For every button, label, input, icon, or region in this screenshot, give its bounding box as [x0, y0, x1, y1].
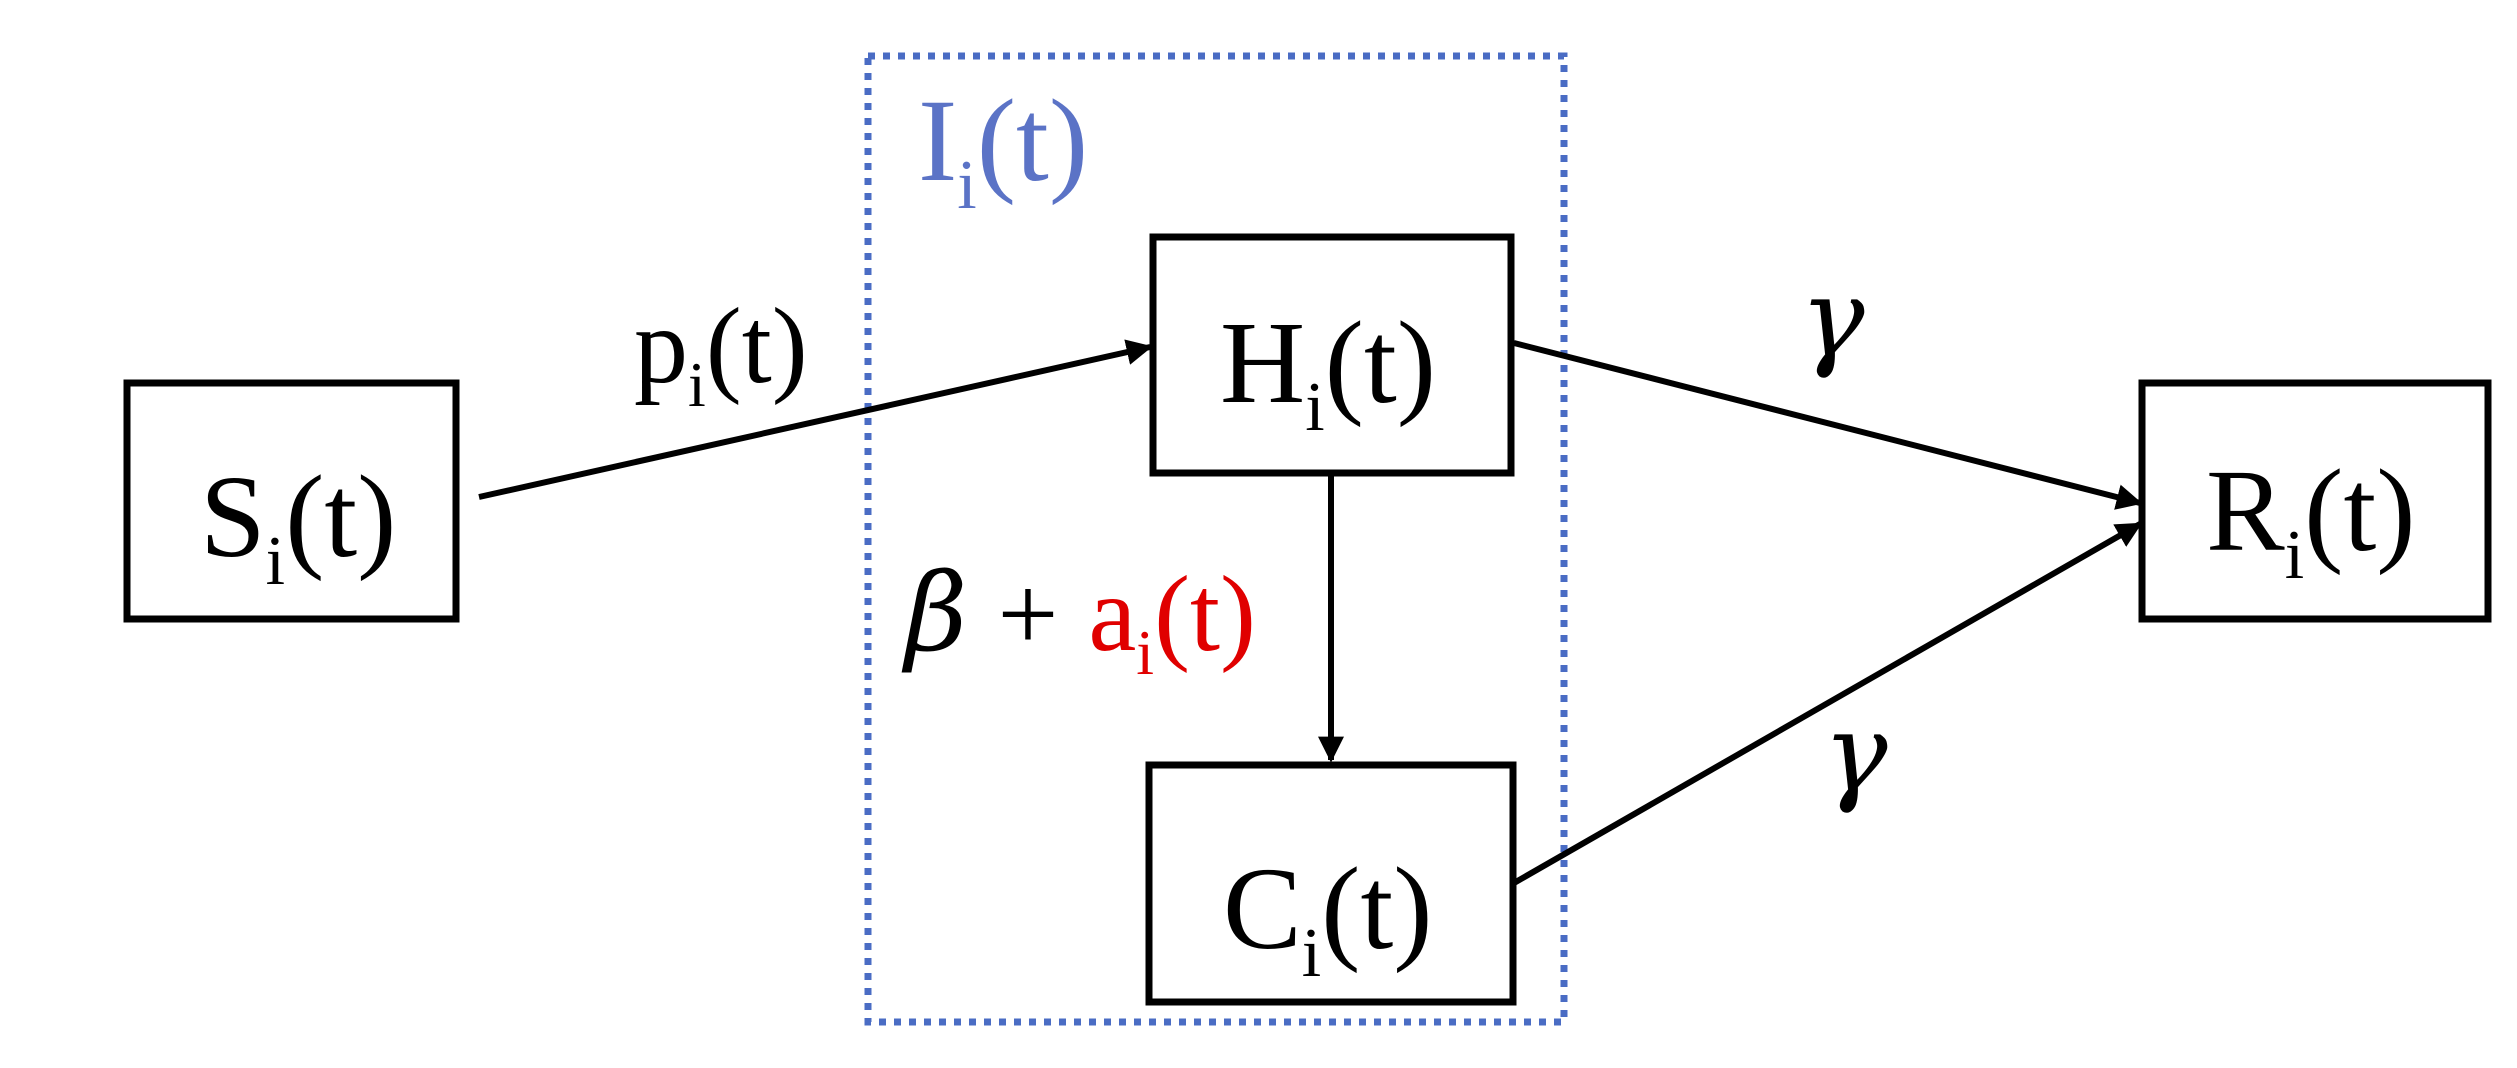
- node-c-arg: (t): [1321, 843, 1432, 974]
- edge-s-h-sub: i: [688, 349, 706, 420]
- node-c-sub: i: [1302, 915, 1321, 992]
- edge-h-c-a-sub: i: [1136, 617, 1154, 688]
- node-r-sub: i: [2285, 517, 2304, 594]
- edge-label-s-to-h: pi(t): [634, 287, 808, 420]
- edge-label-h-to-c: β + ai(t): [901, 551, 1256, 688]
- node-c-label: Ci(t): [1223, 843, 1433, 992]
- node-s-label: Si(t): [200, 451, 396, 600]
- edge-h-c-a-base: a: [1088, 555, 1136, 674]
- edge-h-c-beta: β: [901, 551, 967, 676]
- group-label-sub: i: [957, 147, 976, 224]
- arrow-c-to-r: [1512, 521, 2143, 886]
- edge-s-h-arg: (t): [706, 287, 808, 406]
- edge-s-h-base: p: [634, 287, 688, 406]
- edge-h-c-a-arg: (t): [1154, 555, 1256, 674]
- node-s-sub: i: [266, 523, 285, 600]
- group-label-base: I: [918, 75, 957, 206]
- infected-group-label: Ii(t): [918, 75, 1088, 224]
- node-s-base: S: [200, 451, 266, 582]
- node-h-base: H: [1220, 297, 1305, 428]
- edge-h-c-plus: +: [997, 555, 1058, 674]
- infected-group-border: [864, 52, 1568, 1026]
- node-c-base: C: [1223, 843, 1302, 974]
- node-s-arg: (t): [285, 451, 396, 582]
- node-h-label: Hi(t): [1220, 297, 1436, 446]
- node-c-box: [1145, 761, 1517, 1006]
- node-r-box: [2138, 379, 2492, 623]
- group-label-arg: (t): [977, 75, 1088, 206]
- edge-label-c-to-r: γ: [1823, 691, 1888, 816]
- node-r-arg: (t): [2304, 445, 2415, 576]
- node-r-label: Ri(t): [2206, 445, 2416, 594]
- node-h-box: [1149, 233, 1515, 477]
- arrow-s-to-h: [478, 339, 1153, 500]
- node-h-arg: (t): [1325, 297, 1436, 428]
- edge-label-h-to-r: γ: [1800, 256, 1865, 381]
- node-h-sub: i: [1305, 369, 1324, 446]
- arrow-h-to-r: [1513, 340, 2143, 510]
- node-r-base: R: [2206, 445, 2285, 576]
- node-s-box: [123, 379, 460, 623]
